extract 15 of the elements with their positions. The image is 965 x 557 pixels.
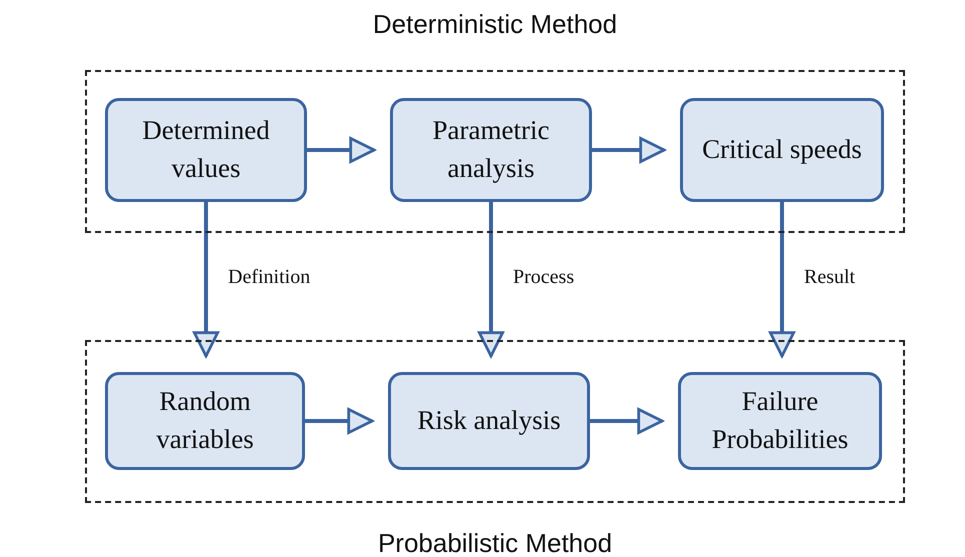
arrow [192,202,220,358]
arrow [305,408,374,434]
arrow [768,202,796,358]
process-box: Risk analysis [388,372,590,470]
process-box: Determined values [105,98,307,202]
group-heading: Probabilistic Method [378,528,612,557]
arrow [590,408,664,434]
process-box: Critical speeds [680,98,884,202]
group-heading: Deterministic Method [372,9,618,40]
arrow [478,202,504,358]
arrow [592,136,666,164]
arrow [307,136,376,164]
process-box: Failure Probabilities [678,372,882,470]
process-box: Random variables [105,372,305,470]
process-box: Parametric analysis [390,98,592,202]
